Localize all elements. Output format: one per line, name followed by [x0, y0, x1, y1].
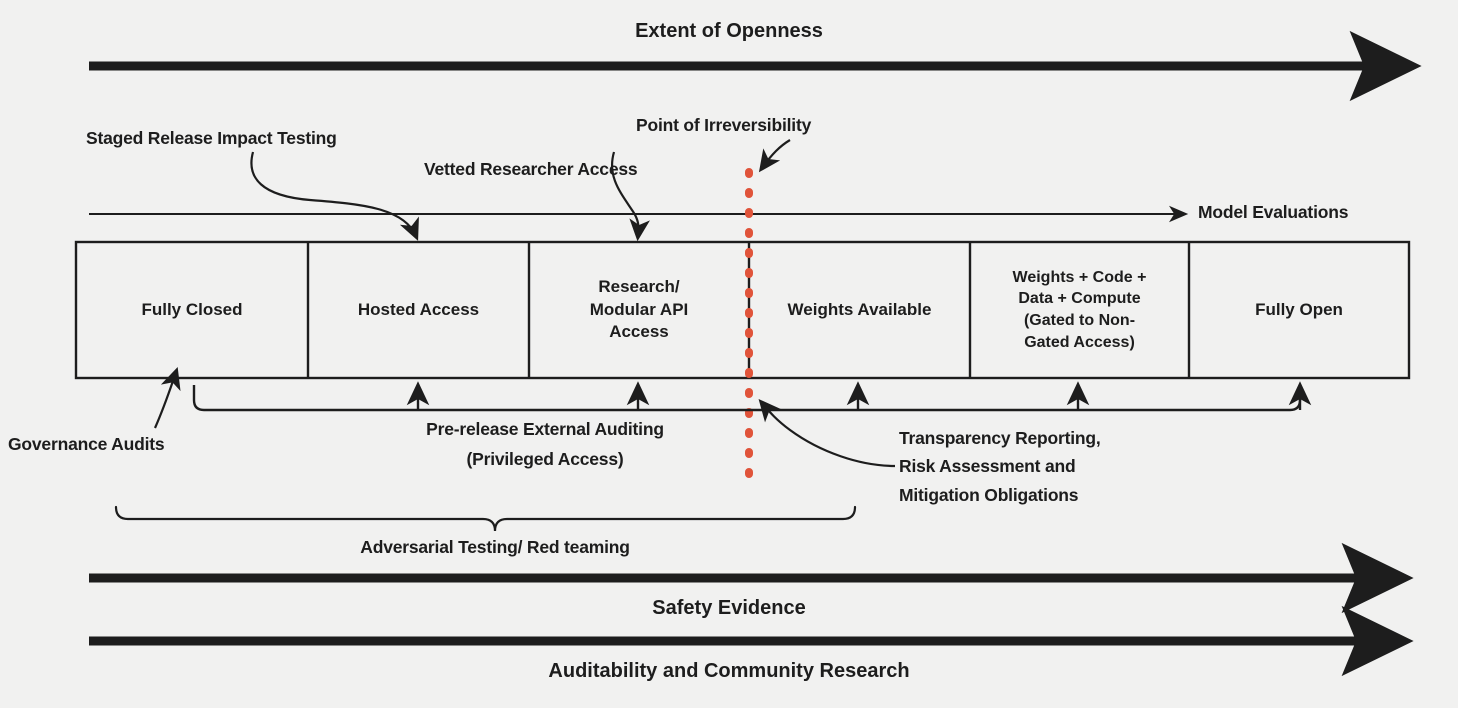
annotation-staged-release: Staged Release Impact Testing	[86, 128, 337, 148]
stage-box-fully-open[interactable]: Fully Open	[1255, 299, 1343, 319]
stage-box-fully-closed[interactable]: Fully Closed	[141, 299, 243, 319]
model-evaluations-label: Model Evaluations	[1198, 202, 1349, 222]
staged-release-leader	[250, 151, 419, 241]
annotation-transparency-line3: Mitigation Obligations	[899, 485, 1079, 505]
annotation-pre-release-auditing-line1: Pre-release External Auditing	[426, 419, 664, 439]
annotation-vetted-researcher: Vetted Researcher Access	[424, 159, 638, 179]
stage-box-weights-code-data-compute[interactable]: Weights + Code +Data + Compute(Gated to …	[1012, 268, 1147, 351]
annotation-governance-audits: Governance Audits	[8, 434, 165, 454]
annotation-pre-release-auditing-line2: (Privileged Access)	[466, 449, 624, 469]
stage-box-hosted-access[interactable]: Hosted Access	[357, 299, 480, 319]
auditability-title: Auditability and Community Research	[548, 660, 910, 682]
annotation-transparency-line2: Risk Assessment and	[899, 456, 1076, 476]
annotation-point-of-irreversibility: Point of Irreversibility	[636, 115, 812, 135]
adversarial-testing-brace	[114, 505, 857, 532]
annotation-transparency-line1: Transparency Reporting,	[899, 428, 1101, 448]
annotation-adversarial-testing: Adversarial Testing/ Red teaming	[360, 537, 630, 557]
safety-evidence-title: Safety Evidence	[652, 597, 806, 619]
point-of-irreversibility-leader	[758, 139, 791, 173]
vetted-researcher-leader	[610, 151, 650, 242]
pre-release-auditing-bracket	[192, 381, 1312, 412]
stage-box-weights-available[interactable]: Weights Available	[787, 299, 932, 319]
top-axis-title: Extent of Openness	[635, 20, 823, 42]
transparency-reporting-leader	[758, 398, 896, 468]
governance-audits-leader	[153, 366, 181, 429]
